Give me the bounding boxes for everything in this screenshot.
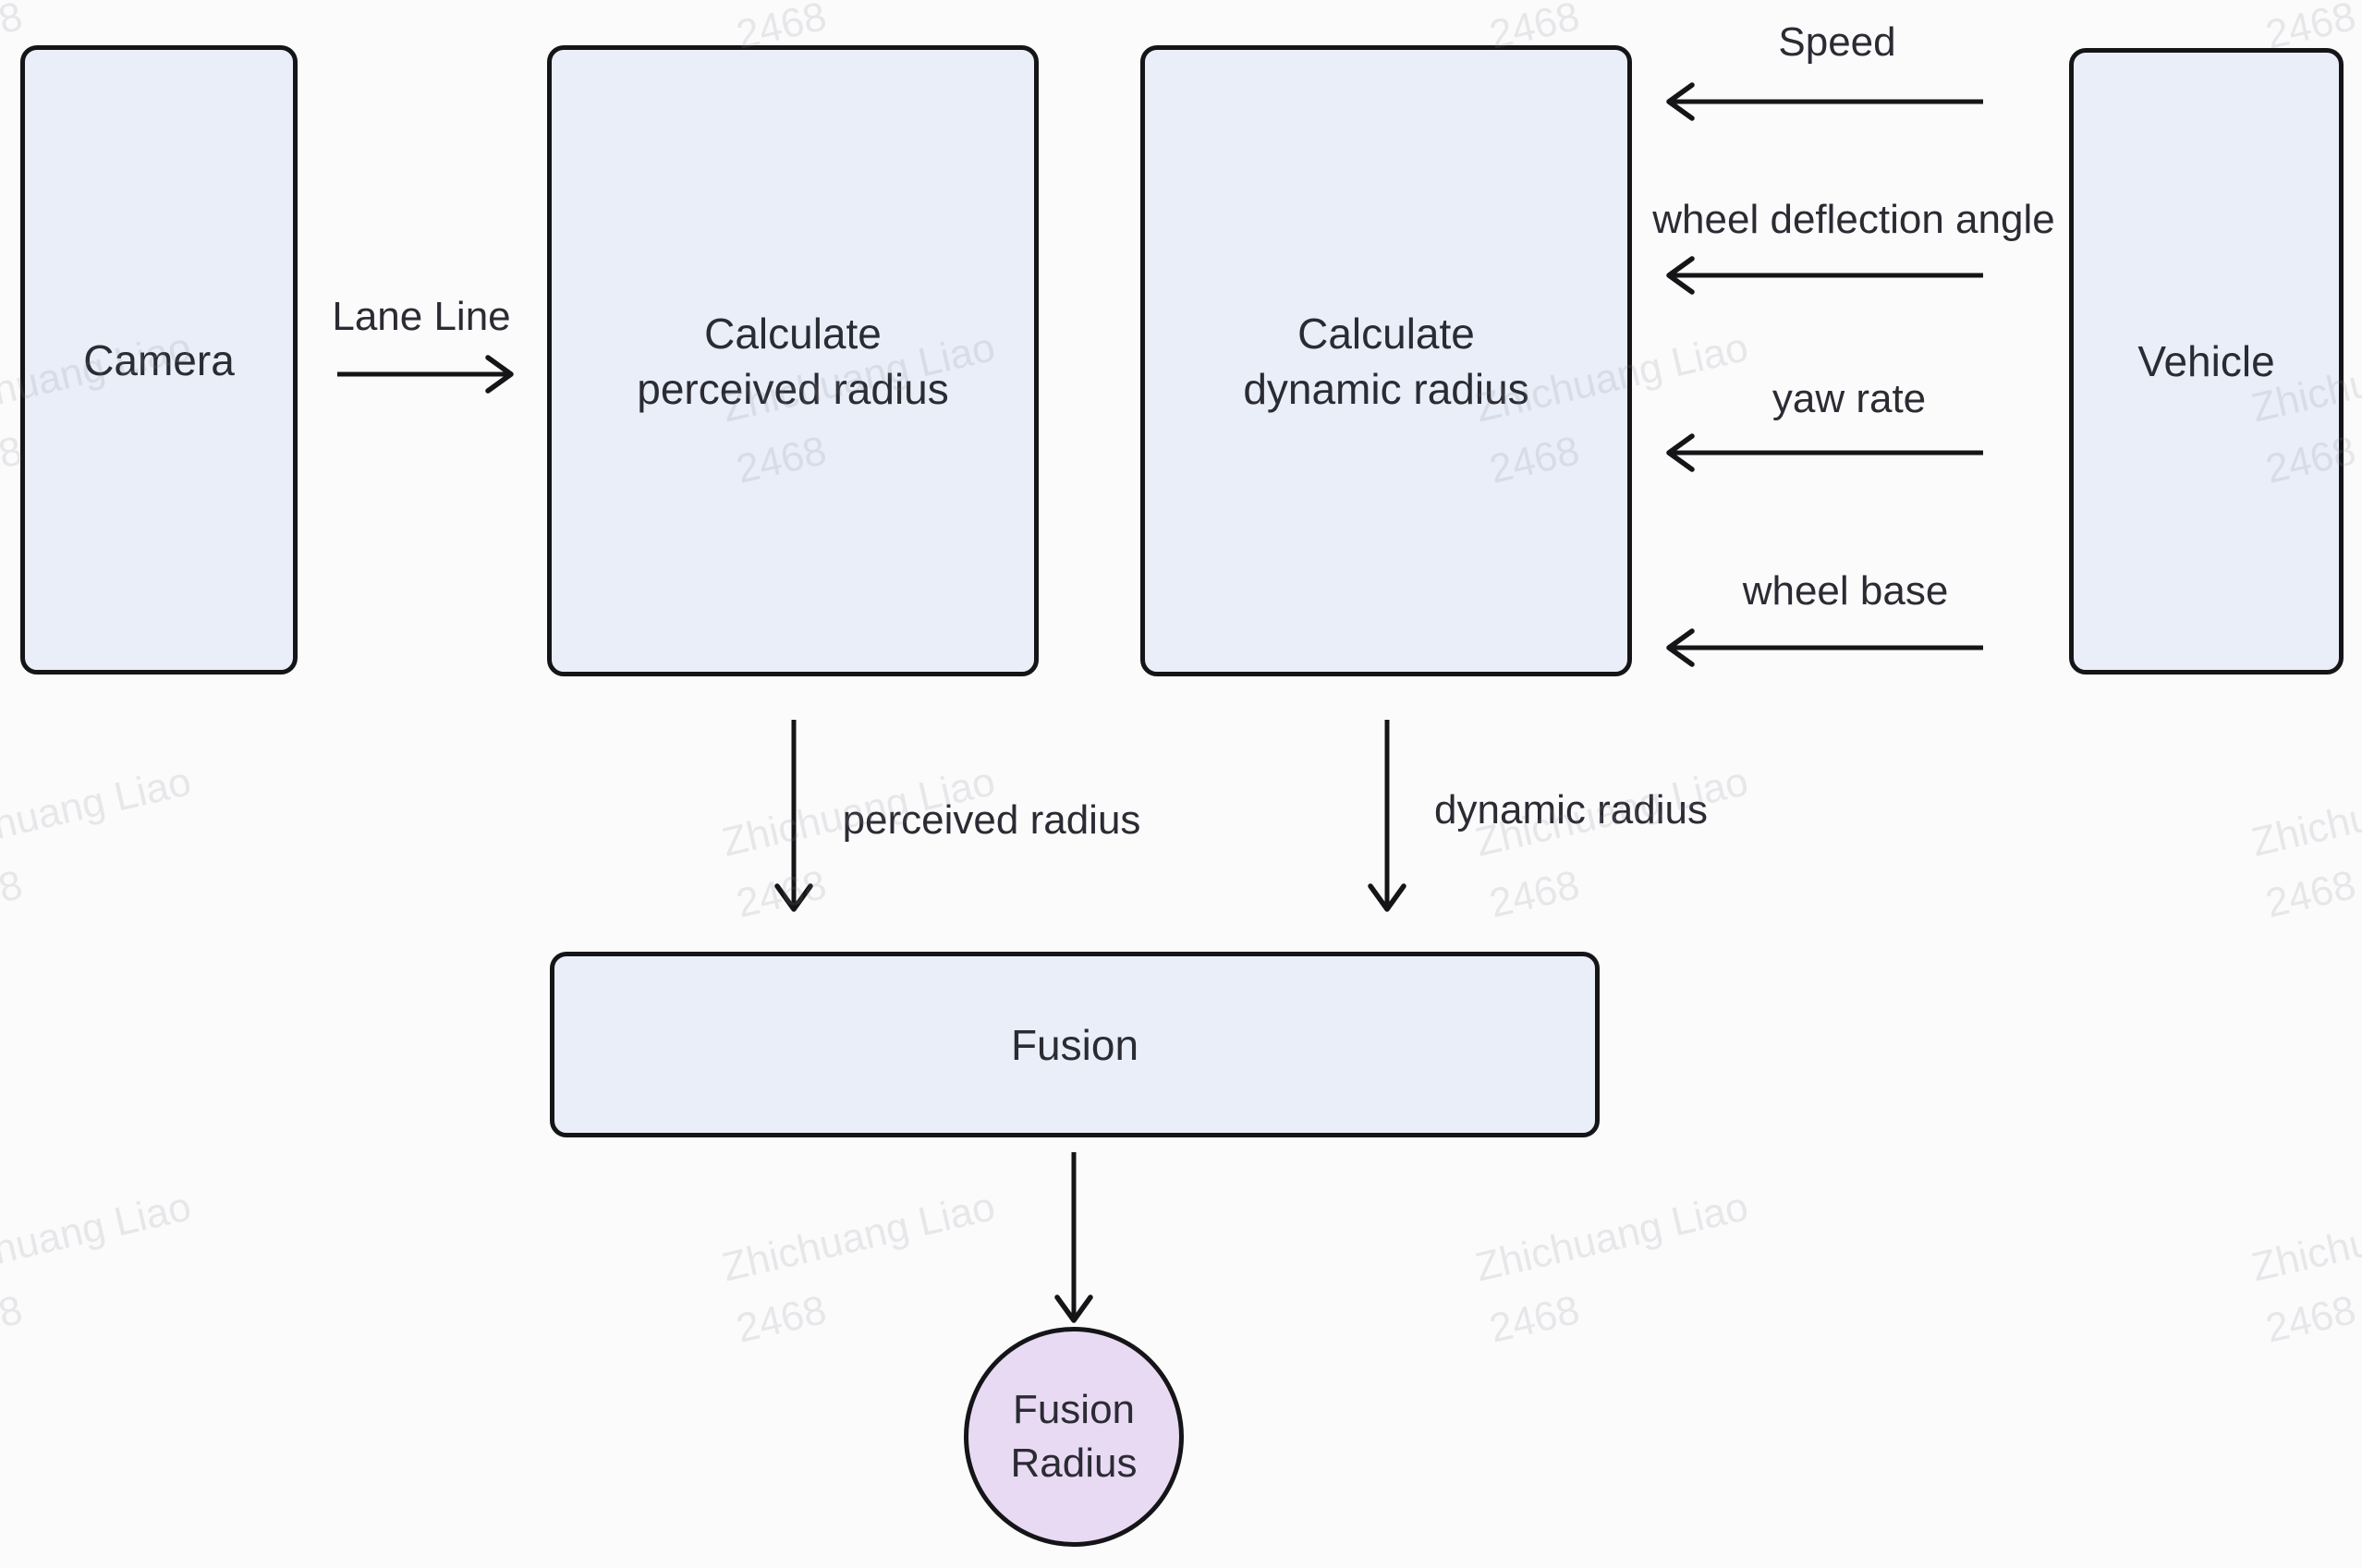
edge-label-lane-line: Lane Line — [332, 294, 511, 339]
node-perceived-label-line2: perceived radius — [637, 364, 949, 413]
node-fusion-radius-label-line2: Radius — [1010, 1440, 1138, 1486]
node-fusion-label: Fusion — [1010, 1020, 1139, 1069]
node-calculate-perceived-radius: Calculate perceived radius — [547, 45, 1039, 676]
edge-label-dynamic-radius: dynamic radius — [1434, 787, 1708, 833]
node-dynamic-label-line2: dynamic radius — [1243, 364, 1529, 413]
node-vehicle-label: Vehicle — [2137, 337, 2275, 385]
edge-label-speed: Speed — [1778, 19, 1896, 65]
edge-label-wheel-base: wheel base — [1742, 568, 1949, 614]
node-calculate-dynamic-radius: Calculate dynamic radius — [1140, 45, 1632, 676]
edge-label-perceived-radius: perceived radius — [842, 797, 1141, 843]
node-fusion: Fusion — [550, 952, 1600, 1137]
node-fusion-radius: Fusion Radius — [964, 1327, 1184, 1547]
node-camera: Camera — [20, 45, 298, 675]
node-vehicle: Vehicle — [2069, 48, 2344, 675]
node-dynamic-label-line1: Calculate — [1297, 309, 1475, 358]
edge-label-yaw-rate: yaw rate — [1772, 376, 1927, 421]
node-perceived-label-line1: Calculate — [704, 309, 882, 358]
node-camera-label: Camera — [83, 335, 235, 384]
edge-label-wheel-deflection-angle: wheel deflection angle — [1652, 197, 2055, 242]
node-fusion-radius-label-line1: Fusion — [1012, 1387, 1136, 1432]
